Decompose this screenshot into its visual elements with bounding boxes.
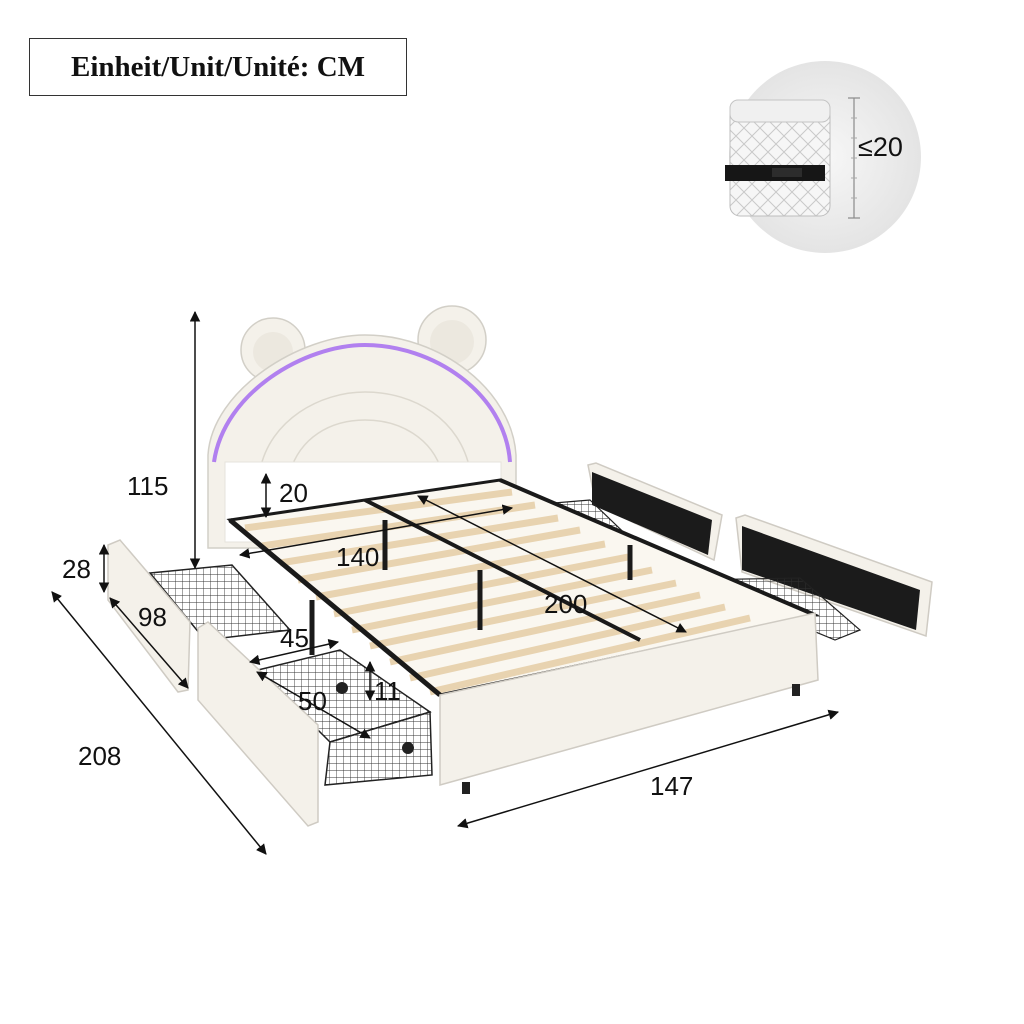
unit-label: Einheit/Unit/Unité: CM — [29, 38, 407, 96]
total-length-label: 208 — [78, 741, 121, 771]
headboard-clearance-label: 20 — [279, 478, 308, 508]
drawer-length-label: 98 — [138, 602, 167, 632]
leg — [792, 684, 800, 696]
inner-length-label: 200 — [544, 589, 587, 619]
total-width-arrow — [456, 709, 840, 829]
total-width-label: 147 — [650, 771, 693, 801]
mattress-thickness-label: ≤20 — [858, 132, 903, 162]
dimension-labels: 115 20 28 98 140 200 45 50 11 208 147 — [62, 471, 693, 801]
basket-width-label: 50 — [298, 686, 327, 716]
mattress-illustration — [725, 99, 831, 217]
total-height-label: 115 — [127, 471, 168, 501]
inner-width-label: 140 — [336, 542, 379, 572]
total-length-arrow — [51, 591, 267, 855]
basket-height-label: 11 — [374, 676, 401, 706]
drawer-height-label: 28 — [62, 554, 91, 584]
mattress-inset: ≤20 — [725, 61, 921, 253]
basket-width-arrow — [256, 671, 371, 739]
bed-illustration — [107, 305, 933, 827]
leg — [462, 782, 470, 794]
drawer-length-arrow — [109, 597, 189, 689]
basket-depth-arrow — [248, 638, 340, 666]
mattress-height-scale — [848, 97, 860, 219]
led-strip — [212, 342, 512, 463]
inner-length-arrow — [417, 495, 687, 633]
basket-depth-label: 45 — [280, 623, 309, 653]
dimension-lines — [51, 310, 840, 855]
